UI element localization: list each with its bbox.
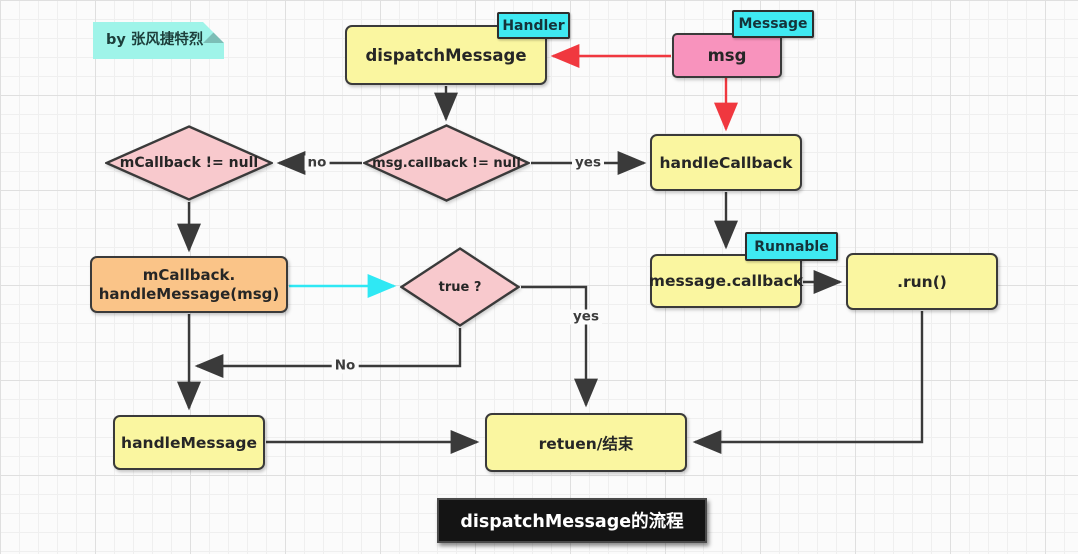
- node-handle-callback: handleCallback: [650, 134, 802, 191]
- tag-message-label: Message: [738, 16, 808, 32]
- edge-label-no-branch: No: [331, 358, 359, 374]
- diamond-shape: [363, 124, 530, 202]
- note-fold-corner: [203, 22, 224, 43]
- node-return-end: retuen/结束: [485, 413, 687, 472]
- edge-truecheck-no-branch: [194, 328, 462, 378]
- edge-label-yes: yes: [572, 155, 604, 171]
- diagram-title-text: dispatchMessage的流程: [460, 512, 684, 532]
- decision-msgcallback-not-null: msg.callback != null: [363, 124, 530, 202]
- node-message-callback-label: message.callback: [648, 272, 804, 290]
- author-note-text: by 张风捷特烈: [106, 32, 204, 48]
- tag-runnable-label: Runnable: [754, 238, 829, 255]
- node-handle-callback-label: handleCallback: [659, 153, 793, 172]
- diagram-title: dispatchMessage的流程: [437, 498, 707, 543]
- node-mcallback-handlemessage-line2: handleMessage(msg): [98, 284, 280, 303]
- decision-mcallback-not-null: mCallback != null: [105, 125, 273, 201]
- edge-label-no: no: [304, 155, 330, 171]
- diamond-shape: [400, 247, 520, 327]
- tag-runnable: Runnable: [745, 232, 838, 261]
- decision-true: true ?: [400, 247, 520, 327]
- node-run-label: .run(): [897, 272, 947, 291]
- tag-message: Message: [732, 10, 814, 38]
- tag-handler-label: Handler: [502, 17, 565, 34]
- node-message-callback: message.callback: [648, 254, 804, 308]
- node-dispatch-message-label: dispatchMessage: [365, 45, 527, 65]
- node-mcallback-handlemessage-line1: mCallback.: [142, 265, 236, 284]
- edge-label-yes-down: yes: [570, 309, 602, 325]
- edge-run-to-return: [692, 311, 924, 454]
- node-msg-label: msg: [707, 46, 747, 65]
- decision-msgcallback-label: msg.callback != null: [372, 155, 521, 171]
- diamond-shape: [105, 125, 273, 201]
- decision-mcallback-label: mCallback != null: [119, 155, 259, 171]
- node-handle-message-label: handleMessage: [121, 433, 257, 452]
- edge-truecheck-yes-to-return: [521, 285, 598, 408]
- node-run: .run(): [846, 253, 998, 310]
- node-msg: msg: [672, 33, 782, 78]
- decision-true-label: true ?: [438, 279, 482, 295]
- node-handle-message: handleMessage: [113, 415, 265, 470]
- node-return-end-label: retuen/结束: [538, 434, 634, 453]
- tag-handler: Handler: [497, 12, 570, 39]
- author-note: by 张风捷特烈: [93, 22, 224, 59]
- node-mcallback-handlemessage: mCallback. handleMessage(msg): [90, 256, 288, 313]
